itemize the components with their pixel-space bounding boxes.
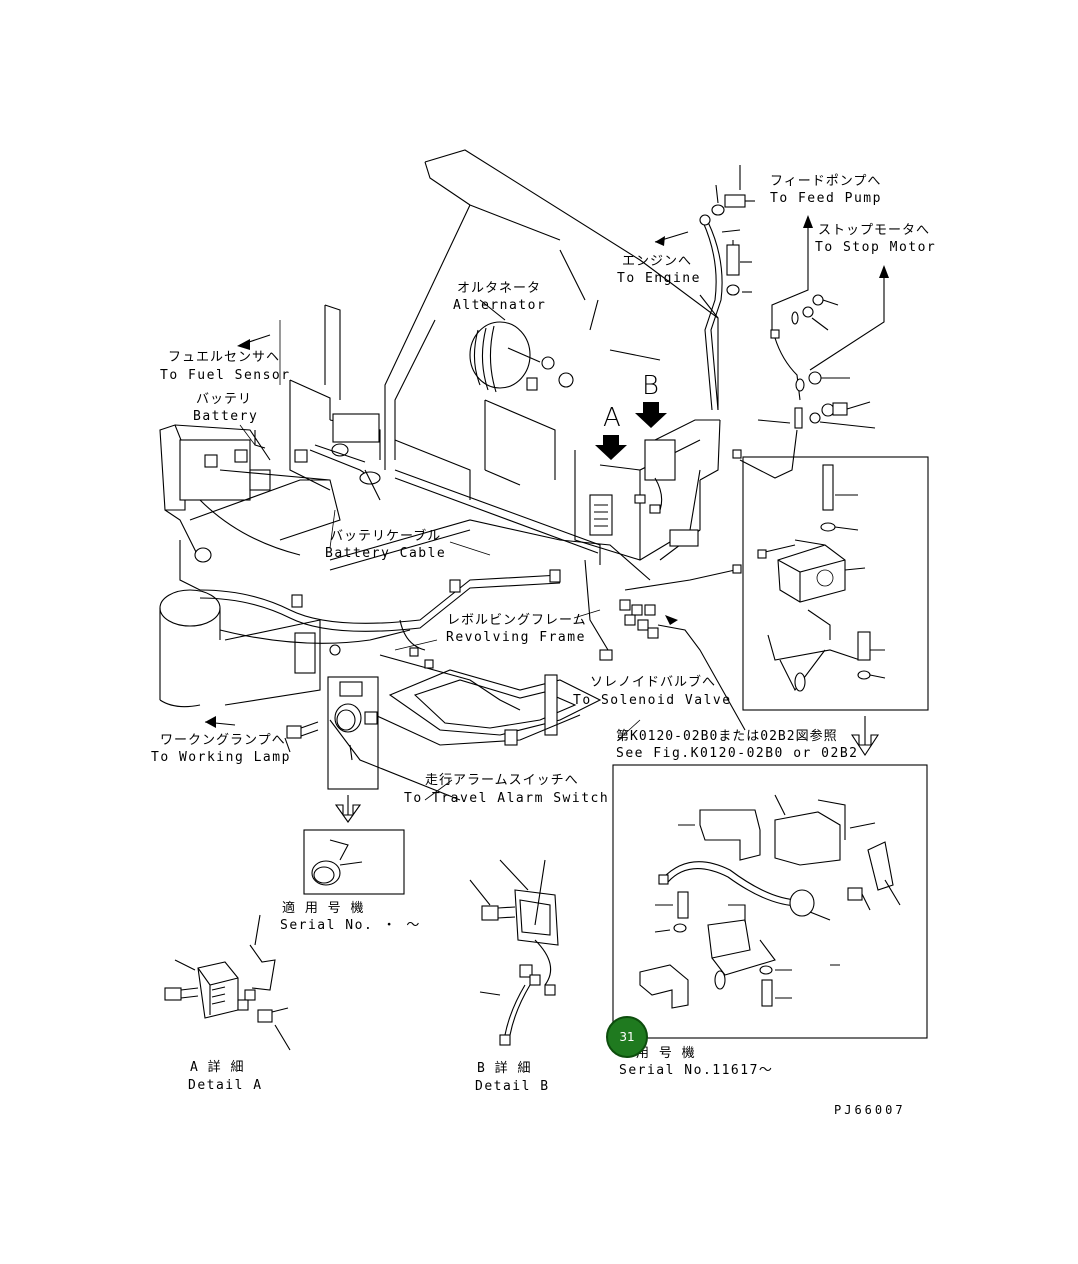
wiring-harness [199, 519, 742, 711]
serial-label-en-2: Serial No.11617～ [619, 1063, 774, 1078]
marker-b: B [642, 371, 660, 401]
revolving-frame-label-jp: レボルビングフレーム [447, 613, 587, 628]
view-arrows [595, 402, 667, 460]
revolving-frame-opening [364, 669, 602, 746]
feed-pump-connectors [654, 165, 755, 411]
engine-label-en: To Engine [617, 271, 701, 286]
lower-right-detail-box [612, 764, 928, 1039]
feed-pump-label-en: To Feed Pump [770, 191, 882, 206]
travel-alarm-label-jp: 走行アラームスイッチへ [425, 773, 579, 788]
solenoid-valve-label-jp: ソレノイドバルブへ [590, 675, 717, 690]
revolving-frame-label-en: Revolving Frame [446, 630, 586, 645]
callout-number: 31 [619, 1030, 635, 1044]
detail-b-label-jp: B 詳 細 [477, 1061, 532, 1076]
see-fig-label-jp: 第K0120-02B0または02B2図参照 [616, 729, 838, 744]
serial-box [303, 829, 405, 895]
serial-label-jp-1: 適 用 号 機 [282, 901, 365, 916]
alternator-label-jp: オルタネータ [457, 281, 542, 296]
right-detail-box [742, 456, 929, 757]
fuel-sensor-label-en: To Fuel Sensor [160, 368, 291, 383]
stop-motor-wiring [732, 215, 889, 479]
serial-label-jp-2: 用 号 機 [636, 1046, 696, 1061]
center-frame [289, 304, 721, 565]
see-fig-label-en: See Fig.K0120-02B0 or 02B2 [616, 746, 859, 761]
alternator-drawing [469, 299, 574, 393]
detail-a-drawing [164, 914, 291, 1051]
serial-label-en-1: Serial No. ・ ～ [280, 918, 421, 933]
stop-motor-label-jp: ストップモータへ [818, 223, 931, 238]
detail-a-label-jp: A 詳 細 [190, 1060, 245, 1075]
battery-label-jp: バッテリ [196, 392, 253, 407]
working-lamp-label-en: To Working Lamp [151, 750, 291, 765]
travel-alarm-label-en: To Travel Alarm Switch [404, 791, 610, 806]
feed-pump-label-jp: フィードポンプへ [770, 174, 882, 189]
detail-b-label-en: Detail B [475, 1079, 550, 1094]
solenoid-connectors [619, 599, 746, 731]
solenoid-valve-label-en: To Solenoid Valve [573, 693, 732, 708]
stop-motor-label-en: To Stop Motor [815, 240, 937, 255]
battery-cable-label-jp: バッテリケーブル [330, 529, 442, 544]
callout-badge[interactable]: 31 [606, 1016, 648, 1058]
engine-label-jp: エンジンへ [622, 254, 693, 269]
working-lamp-label-jp: ワークングランプへ [160, 733, 286, 748]
marker-a: A [603, 403, 621, 433]
battery-cable-label-en: Battery Cable [325, 546, 447, 561]
alarm-switch-box [327, 676, 461, 823]
drawing-number: PJ66007 [834, 1103, 906, 1117]
engine-hood [384, 149, 719, 470]
detail-b-drawing [469, 859, 559, 1046]
leader-lines [237, 320, 641, 801]
working-lamp-bolt [204, 716, 319, 753]
battery-label-en: Battery [193, 409, 259, 424]
fuel-tank [159, 589, 341, 708]
alternator-label-en: Alternator [453, 298, 547, 313]
detail-a-label-en: Detail A [188, 1078, 263, 1093]
battery-area [159, 424, 381, 591]
fuel-sensor-label-jp: フュエルセンサヘ [168, 350, 281, 365]
